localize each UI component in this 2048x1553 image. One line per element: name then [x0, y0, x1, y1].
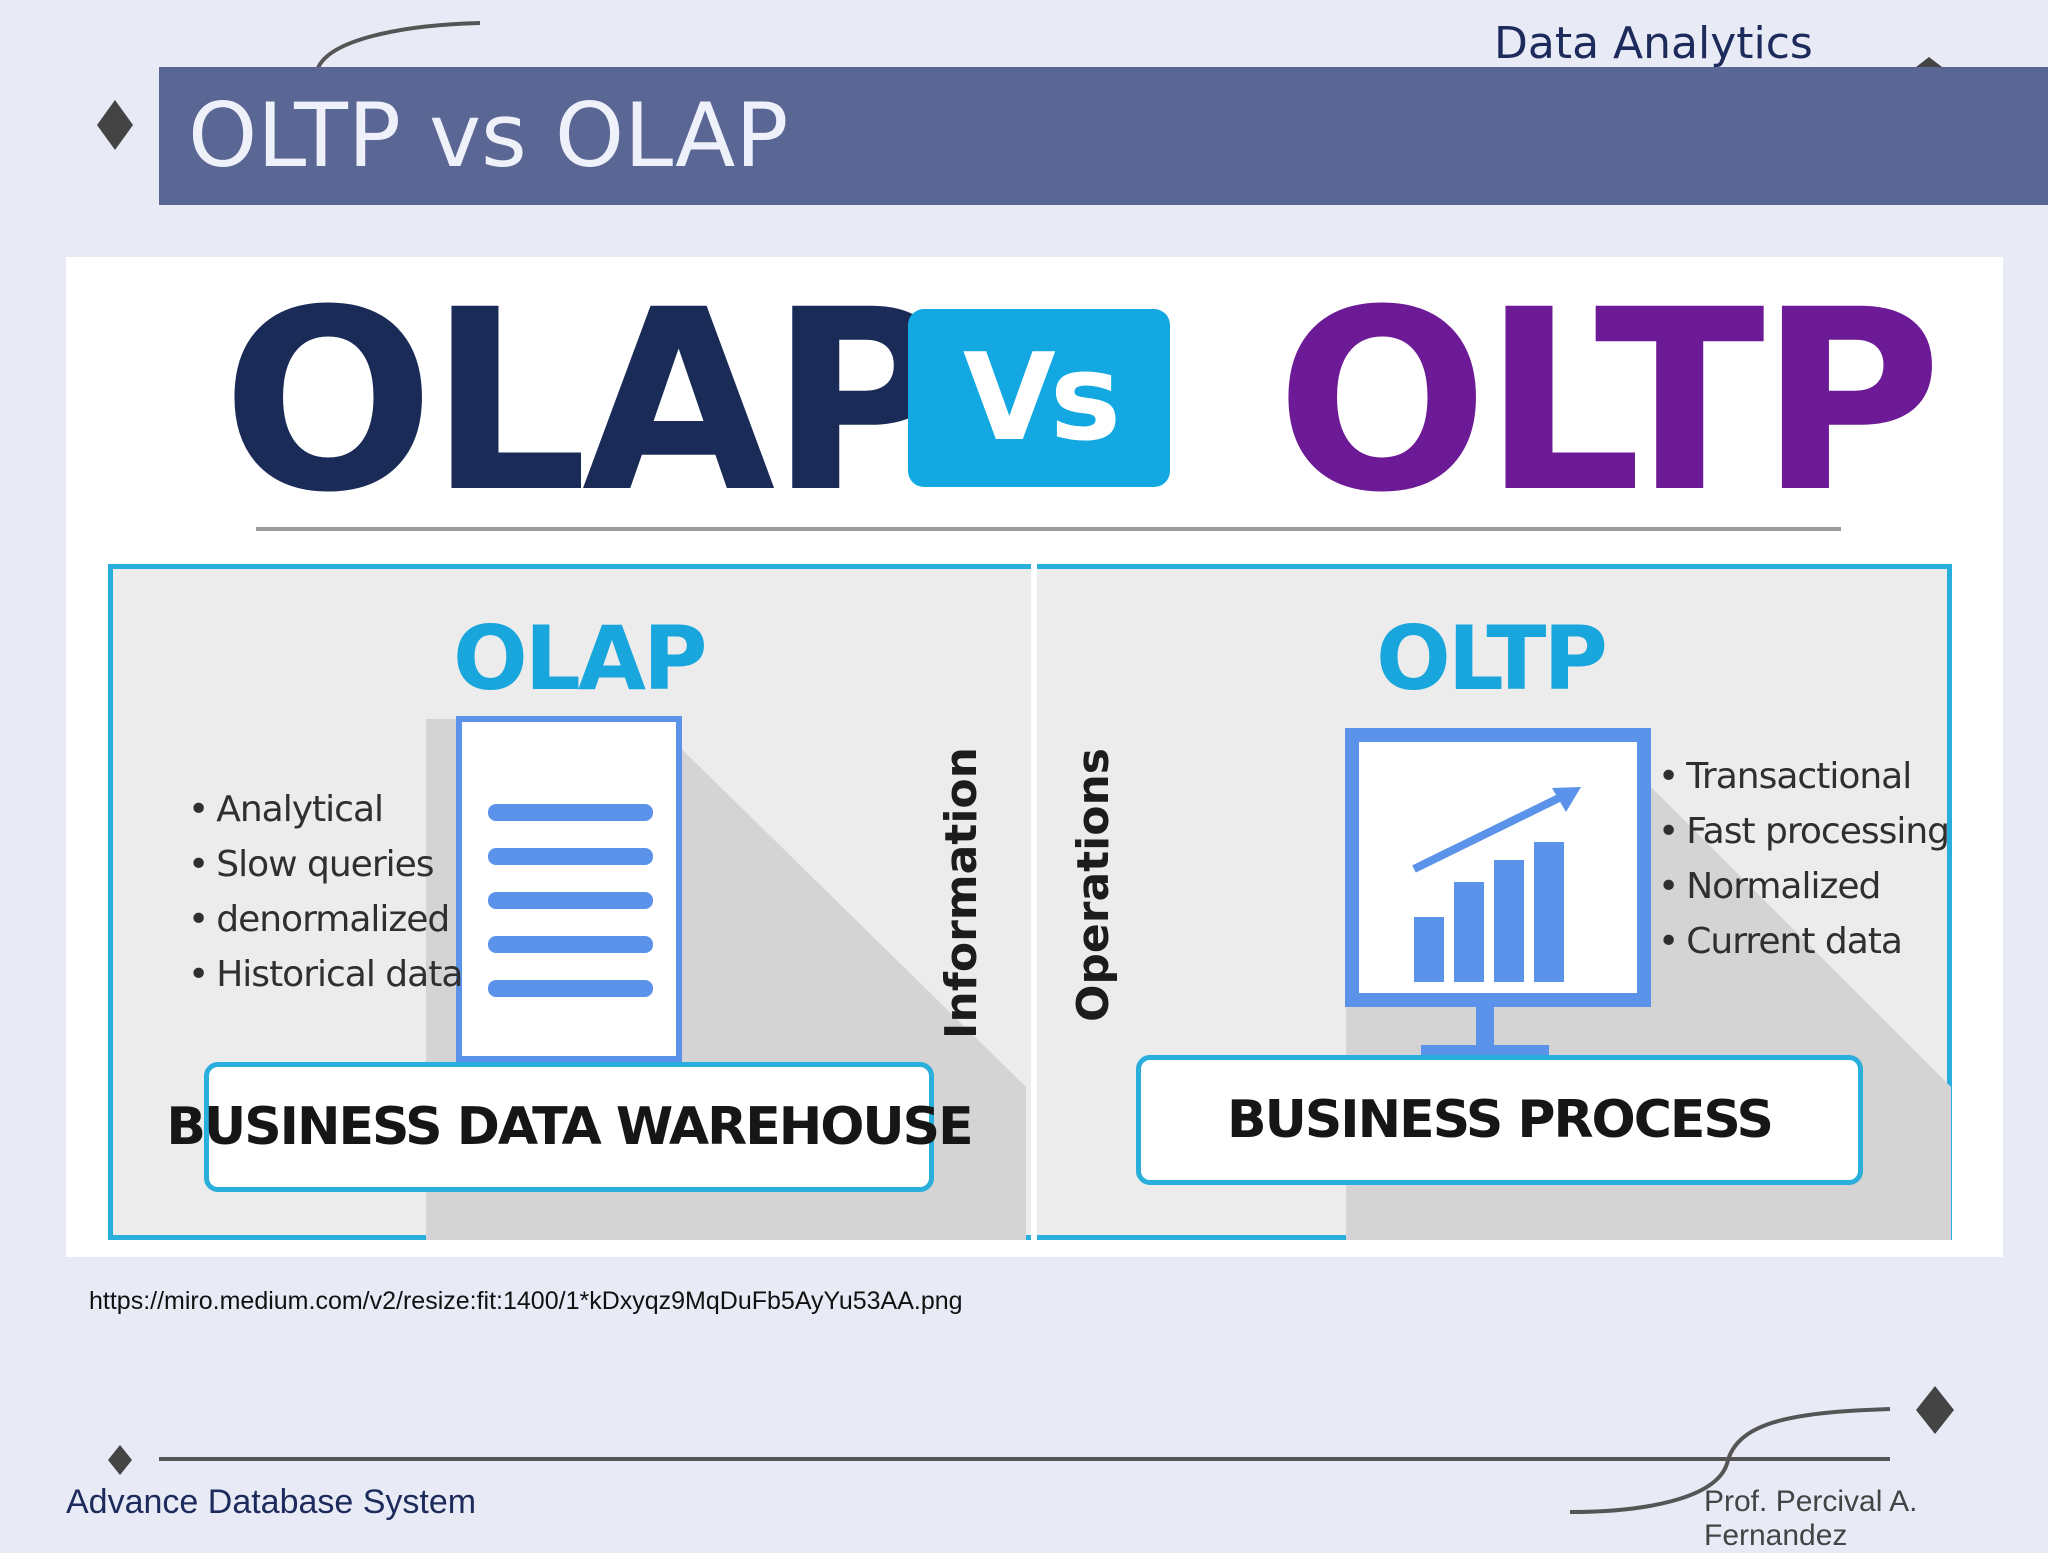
oltp-heading: OLTP	[1376, 607, 1608, 710]
top-curve-line	[316, 21, 481, 69]
list-item: Transactional	[1658, 749, 1949, 804]
footer-curve-line	[1569, 1407, 1891, 1514]
olap-bullet-list: Analytical Slow queries denormalized His…	[188, 782, 463, 1002]
list-item: Fast processing	[1658, 804, 1950, 859]
olap-vertical-label: Information	[936, 747, 987, 1039]
list-item: Normalized	[1658, 859, 1949, 914]
oltp-box-label: BUSINESS PROCESS	[1136, 1055, 1863, 1185]
headline-olap: OLAP	[222, 257, 953, 547]
list-item: Current data	[1658, 914, 1949, 969]
document-icon	[456, 716, 682, 1062]
title-band	[159, 67, 2048, 205]
list-item: Slow queries	[188, 837, 462, 892]
footer-left-diamond	[108, 1445, 132, 1475]
headline-rule	[256, 527, 1841, 531]
list-item: Historical data	[188, 947, 463, 1002]
panel-divider	[1031, 564, 1037, 1240]
oltp-bullet-list: Transactional Fast processing Normalized…	[1658, 749, 1950, 969]
top-right-diamond	[1916, 57, 1942, 67]
olap-box-label: BUSINESS DATA WAREHOUSE	[166, 1062, 974, 1192]
headline-vs-badge: Vs	[908, 309, 1170, 487]
image-source-caption: https://miro.medium.com/v2/resize:fit:14…	[89, 1287, 963, 1315]
list-item: Analytical	[188, 782, 462, 837]
top-left-diamond	[97, 100, 133, 150]
oltp-vertical-label: Operations	[1068, 748, 1119, 1022]
headline-oltp: OLTP	[1276, 257, 1942, 547]
slide-title: OLTP vs OLAP	[188, 84, 789, 187]
footer-course: Advance Database System	[66, 1483, 477, 1521]
olap-heading: OLAP	[453, 607, 707, 710]
olap-vs-oltp-figure: OLAP Vs OLTP OLAP OLTP	[66, 257, 2003, 1257]
footer-right-diamond	[1916, 1386, 1954, 1434]
list-item: denormalized	[188, 892, 462, 947]
monitor-chart-icon	[1345, 728, 1651, 1057]
topic-label: Data Analytics	[1494, 18, 1813, 69]
footer-author: Prof. Percival A. Fernandez	[1704, 1485, 1918, 1552]
